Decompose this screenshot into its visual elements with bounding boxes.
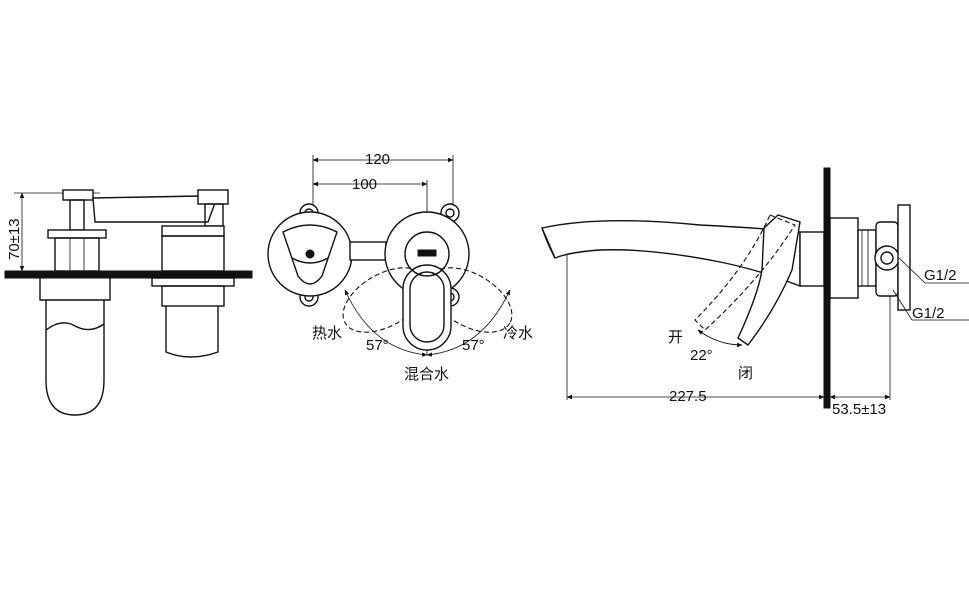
close-label: 闭	[738, 365, 753, 382]
open-label: 开	[668, 329, 683, 346]
left-flange	[47, 229, 107, 239]
wall-line	[823, 167, 831, 409]
mounting-bracket	[897, 204, 911, 311]
thread-label-2: G1/2	[912, 305, 945, 322]
spout-collar	[799, 231, 825, 287]
right-under-cylinder	[165, 306, 219, 358]
right-handle-top	[197, 189, 229, 205]
thread-label-1: G1/2	[924, 267, 957, 284]
hot-angle-label: 57°	[366, 337, 389, 354]
valve-body	[857, 229, 877, 287]
hot-water-label: 热水	[312, 325, 342, 342]
inlet-port	[874, 245, 900, 271]
right-body	[161, 235, 225, 272]
depth-dimension-label: 53.5±13	[832, 401, 886, 418]
cold-angle-arc	[426, 289, 511, 357]
left-handle-stem	[69, 199, 85, 231]
cold-water-label: 冷水	[503, 325, 533, 342]
cold-angle-label: 57°	[462, 337, 485, 354]
spout-arm	[92, 195, 216, 223]
wall-mount-profile-view: 开 22° 闭 G1/2 G1/2 227.5 53.5±13	[541, 167, 969, 418]
left-body	[54, 237, 100, 272]
wall-lever	[737, 214, 801, 346]
width-100-label: 100	[352, 176, 377, 193]
front-view: 120 100 热水 57°	[267, 151, 533, 383]
left-under-body	[39, 278, 111, 301]
length-dimension-label: 227.5	[669, 388, 707, 405]
valve-plate	[829, 217, 859, 299]
lever-angle-arc	[697, 329, 743, 348]
right-under-flange	[151, 277, 235, 287]
right-flange	[161, 225, 225, 237]
width-120-label: 120	[365, 151, 390, 168]
counter-slab	[4, 270, 253, 279]
left-handle-top	[62, 189, 94, 201]
mixed-water-label: 混合水	[404, 366, 449, 383]
left-under-cylinder	[45, 300, 105, 416]
hot-angle-arc	[344, 289, 428, 357]
connector-bar	[349, 241, 387, 261]
lever-angle-label: 22°	[690, 347, 713, 364]
brand-badge	[417, 249, 437, 257]
wall-lever-open-outline	[694, 214, 796, 331]
side-elevation-view: 70±13	[4, 189, 253, 416]
height-dimension-label: 70±13	[6, 218, 23, 260]
